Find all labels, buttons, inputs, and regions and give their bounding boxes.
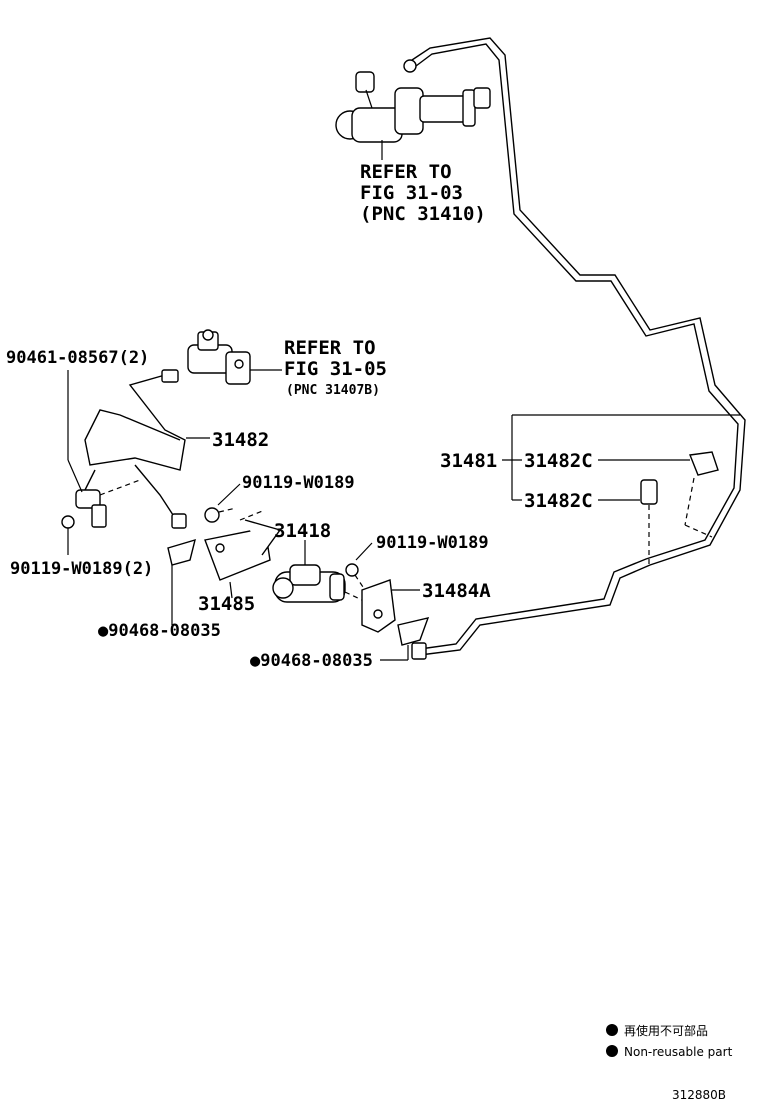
clip-90468-left [167,538,196,566]
clutch-valve [187,329,251,385]
clutch-hose-31482 [79,369,187,529]
bracket-31484a [361,579,396,633]
refer-valve-line3: (PNC 31407B) [286,383,380,398]
refer-master-line1: REFER TO [360,161,452,183]
legend-jp: 再使用不可部品 [624,1023,708,1038]
label-31484a: 31484A [422,580,491,602]
clutch-line-pipe [411,37,746,656]
label-31481: 31481 [440,450,497,472]
pipe-clamp-31482c-bottom [640,479,658,565]
label-90468-right: ●90468-08035 [250,651,373,671]
label-31485: 31485 [198,593,255,615]
label-31482c-bottom: 31482C [524,490,593,512]
bracket-31485 [204,509,282,581]
label-31482: 31482 [212,429,269,451]
refer-master-line3: (PNC 31410) [360,203,486,225]
label-90461: 90461-08567(2) [6,348,149,368]
pipe-end-fitting [411,642,427,660]
clutch-master-cylinder [335,59,491,143]
legend-dot-icon [606,1024,618,1036]
figure-code: 312880B [672,1088,726,1102]
label-90119-middle: 90119-W0189 [376,533,489,553]
refer-valve-line1: REFER TO [284,337,376,359]
bolt-90119-middle [345,563,366,591]
bolt-90119-top [204,507,237,523]
legend-en: Non-reusable part [624,1045,733,1059]
hose-bracket-left [61,479,141,529]
label-31482c-top: 31482C [524,450,593,472]
label-31418: 31418 [274,520,331,542]
refer-master-line2: FIG 31-03 [360,182,463,204]
refer-valve-line2: FIG 31-05 [284,358,387,380]
label-90119-left: 90119-W0189(2) [10,559,153,579]
callout-31481-bracket [502,414,740,501]
clip-90468-right [397,617,430,646]
label-90119-top: 90119-W0189 [242,473,355,493]
label-90468-left: ●90468-08035 [98,621,221,641]
legend-dot-icon [606,1045,618,1057]
pipe-clamp-31482c-top [684,451,719,538]
release-cylinder-31418 [272,564,363,603]
